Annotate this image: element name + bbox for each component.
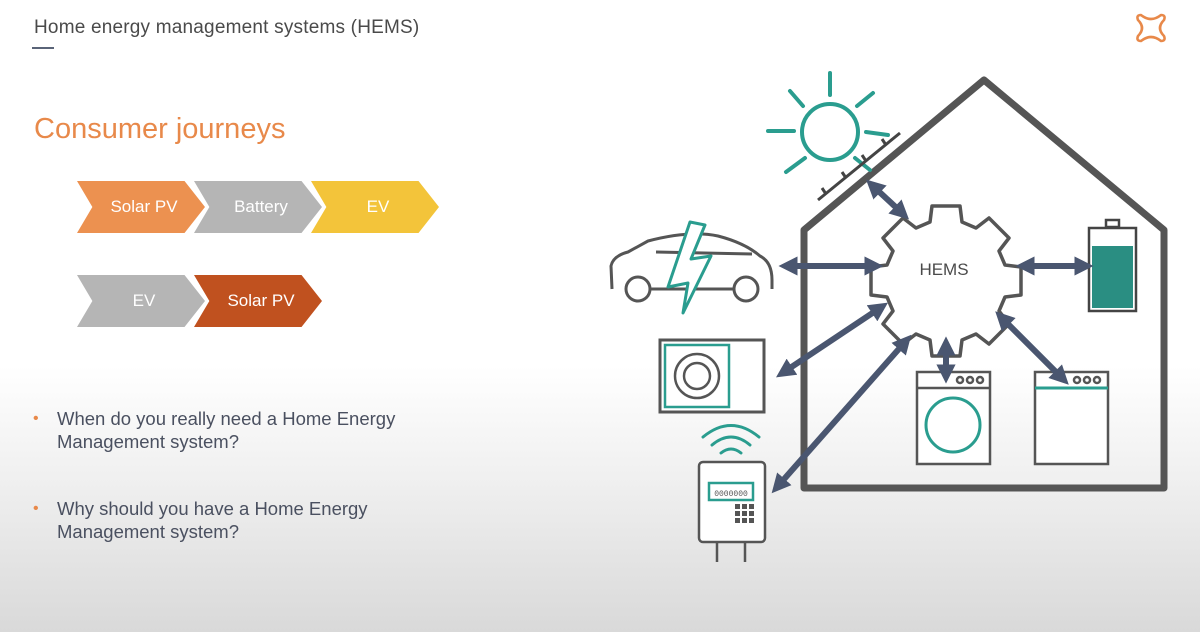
journey-1-step-solar-pv: Solar PV <box>77 181 205 233</box>
bullet-dot-icon: • <box>33 500 39 517</box>
arrow-hems-meter <box>771 334 912 494</box>
arrow-hems-solar <box>865 179 910 220</box>
svg-text:0000000: 0000000 <box>714 490 748 499</box>
journey-step-label: Solar PV <box>110 197 178 216</box>
washing-machine-icon <box>915 370 992 466</box>
smart-meter-icon: 0000000 <box>697 460 767 562</box>
journey-step-label: EV <box>132 291 156 310</box>
battery-icon <box>1087 218 1138 313</box>
arrow-hems-dishwasher <box>995 311 1069 385</box>
journey-step-label: Battery <box>234 197 288 216</box>
brand-logo-icon <box>1136 13 1166 43</box>
bullet-text: When do you really need a Home Energy Ma… <box>57 408 396 452</box>
hems-label: HEMS <box>919 260 968 279</box>
journey-step-label: Solar PV <box>227 291 295 310</box>
bullet-text: Why should you have a Home Energy Manage… <box>57 498 368 542</box>
gear-icon <box>869 204 1023 358</box>
dishwasher-icon <box>1033 370 1110 466</box>
journey-step-label: EV <box>366 197 390 216</box>
electric-car-icon <box>609 232 774 303</box>
slide-header-title: Home energy management systems (HEMS) <box>34 17 420 38</box>
journey-2-step-ev: EV <box>77 275 205 327</box>
sun-icon <box>766 71 890 174</box>
wifi-signal-icon <box>701 424 761 455</box>
journey-2-step-solar-pv: Solar PV <box>194 275 322 327</box>
heat-pump-icon <box>658 338 766 414</box>
section-title: Consumer journeys <box>34 113 286 145</box>
solar-panel-icon <box>817 131 901 202</box>
arrow-hems-heat-pump <box>776 302 888 378</box>
connection-arrows <box>771 179 1094 494</box>
bullet-dot-icon: • <box>33 410 39 427</box>
header-underline <box>32 47 54 49</box>
lightning-bolt-icon <box>666 220 713 315</box>
journey-1-step-battery: Battery <box>194 181 322 233</box>
journey-1-step-ev: EV <box>311 181 439 233</box>
